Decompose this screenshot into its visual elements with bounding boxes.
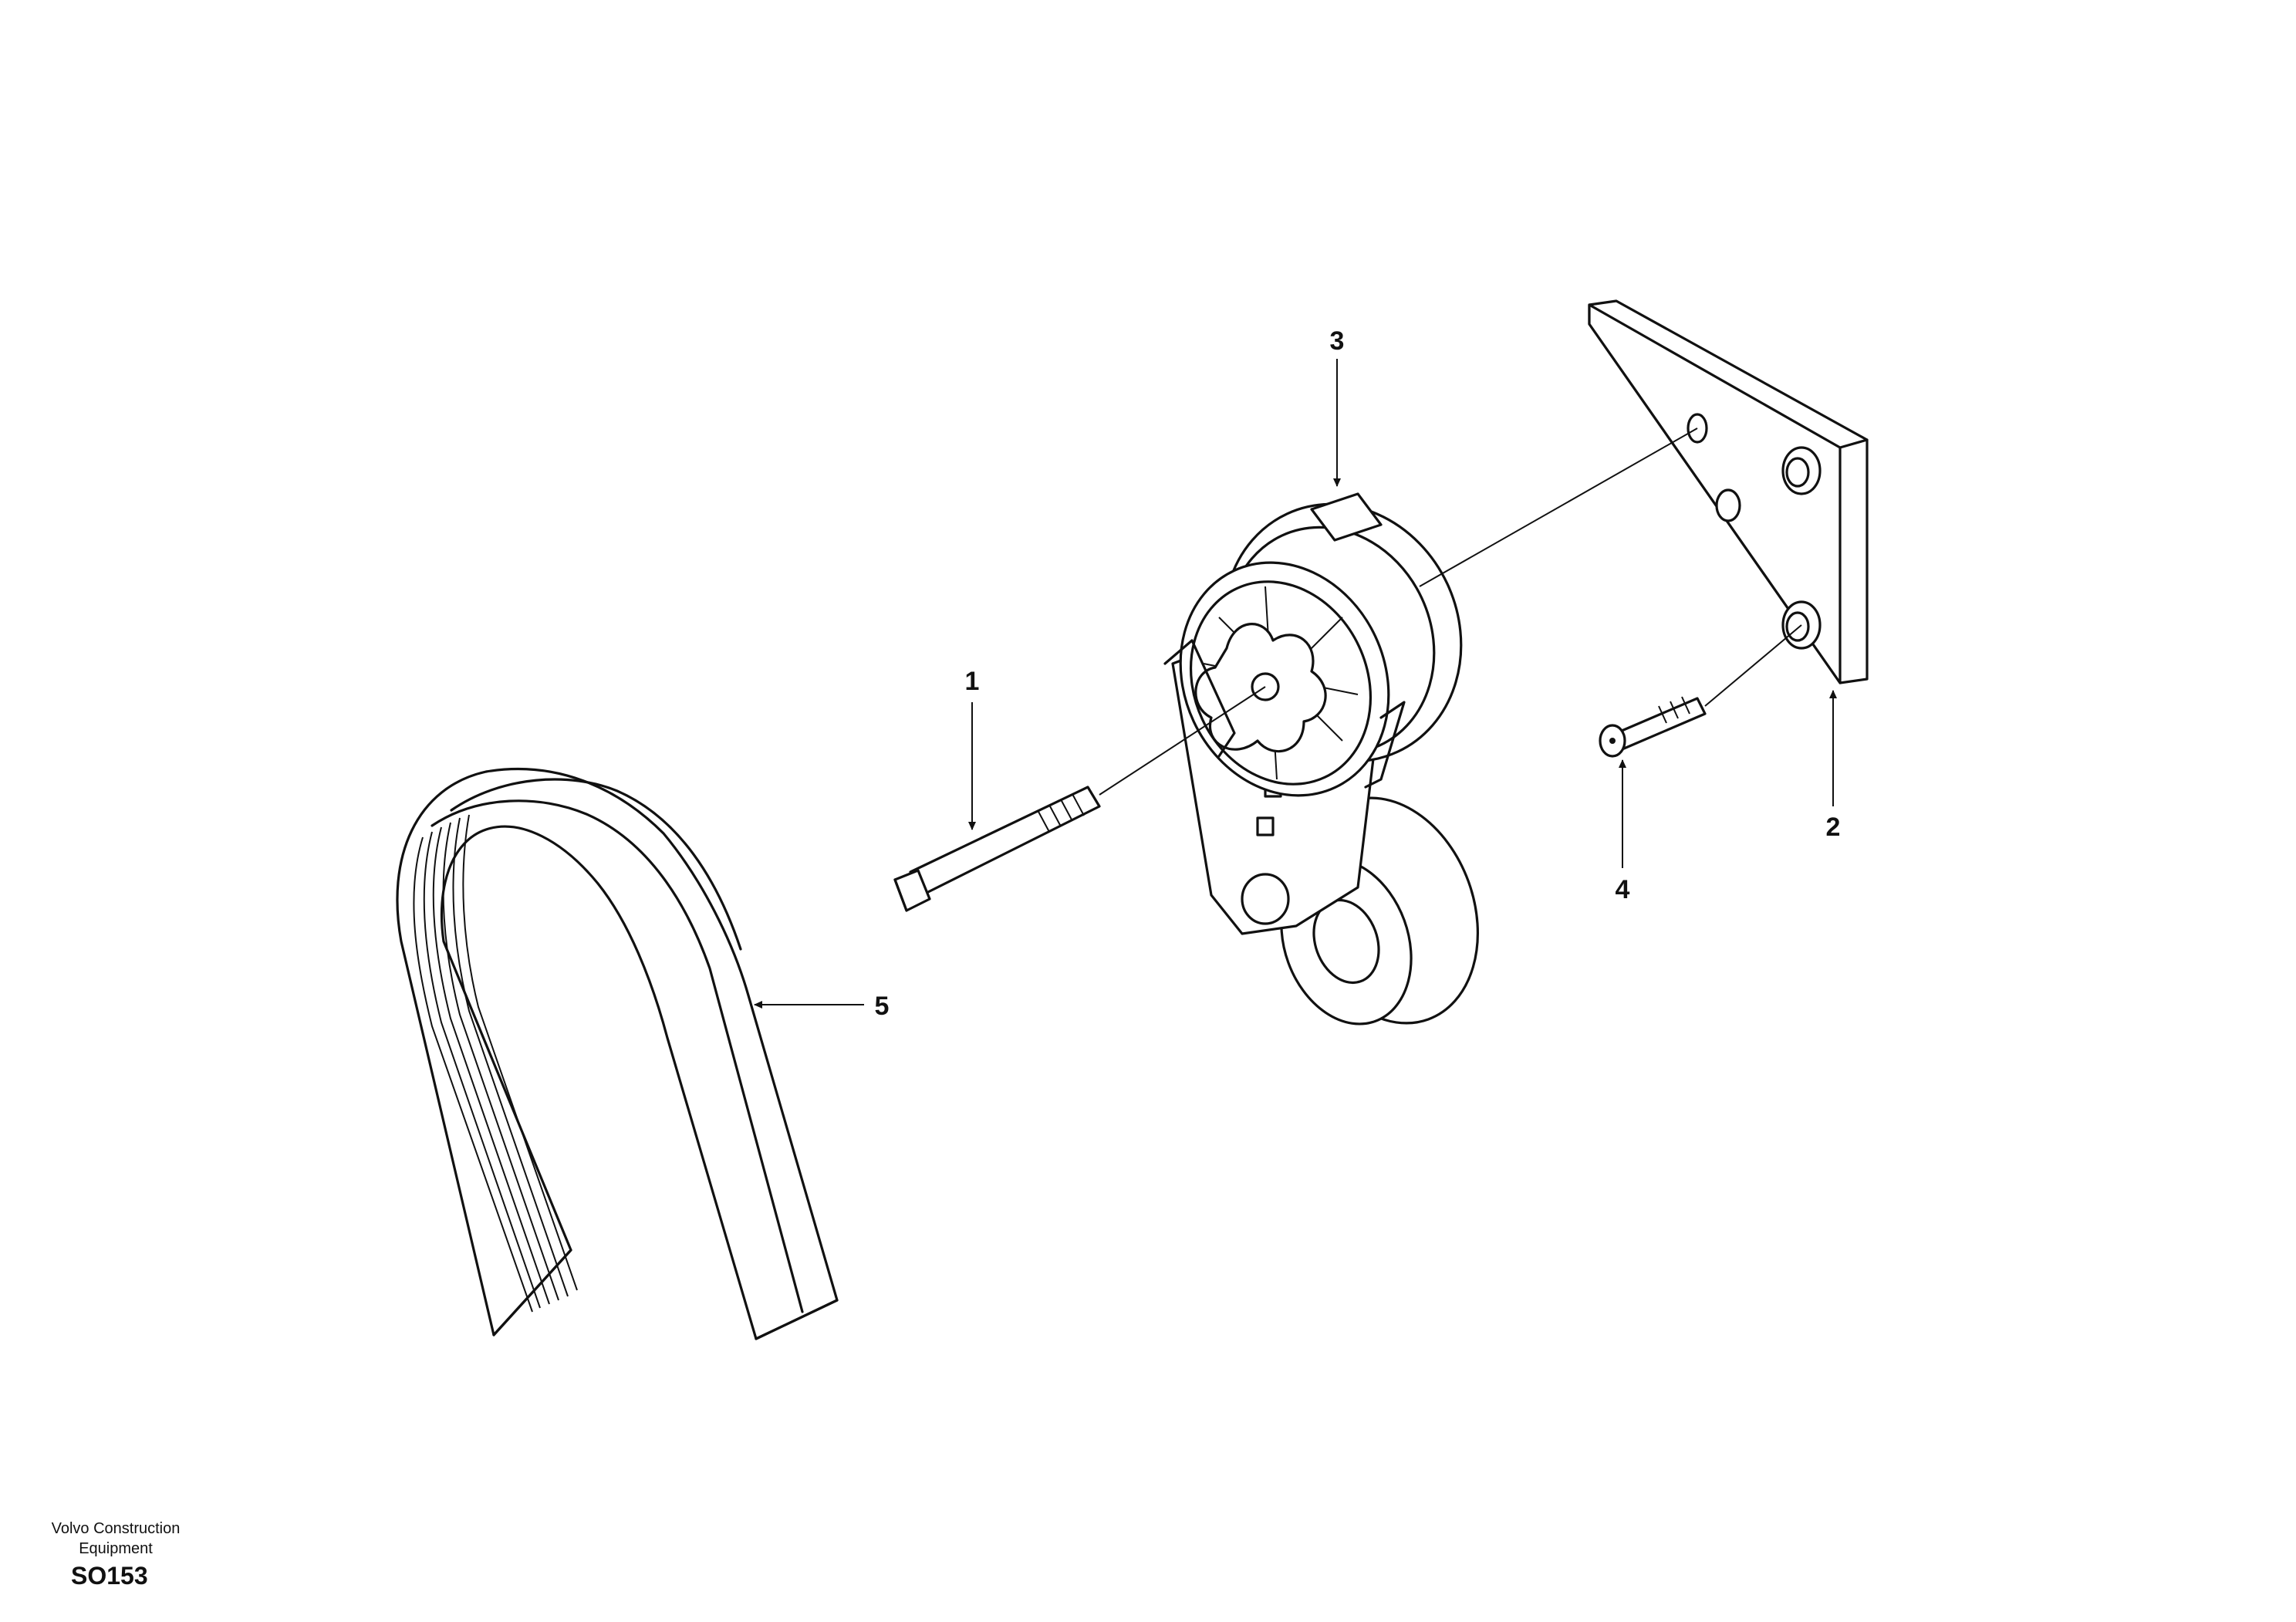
callout-4: 4 bbox=[1616, 875, 1630, 904]
drawing-code: SO153 bbox=[71, 1562, 148, 1590]
company-caption: Volvo Construction Equipment bbox=[23, 1519, 208, 1559]
callout-leaders bbox=[754, 359, 1837, 1009]
poly-v-belt-icon bbox=[396, 767, 839, 1340]
assembly-lines bbox=[1099, 427, 1802, 796]
belt-tensioner-icon bbox=[1163, 492, 1479, 1026]
callout-3: 3 bbox=[1330, 326, 1345, 356]
bracket-plate-icon bbox=[1588, 299, 1869, 684]
company-name-line1: Volvo Construction bbox=[51, 1520, 181, 1537]
bolt-icon bbox=[893, 786, 1101, 912]
callout-2: 2 bbox=[1826, 813, 1841, 842]
countersunk-screw-icon bbox=[1599, 696, 1707, 758]
callout-5: 5 bbox=[875, 992, 890, 1021]
company-name-line2: Equipment bbox=[79, 1540, 153, 1557]
callout-1: 1 bbox=[965, 667, 980, 696]
